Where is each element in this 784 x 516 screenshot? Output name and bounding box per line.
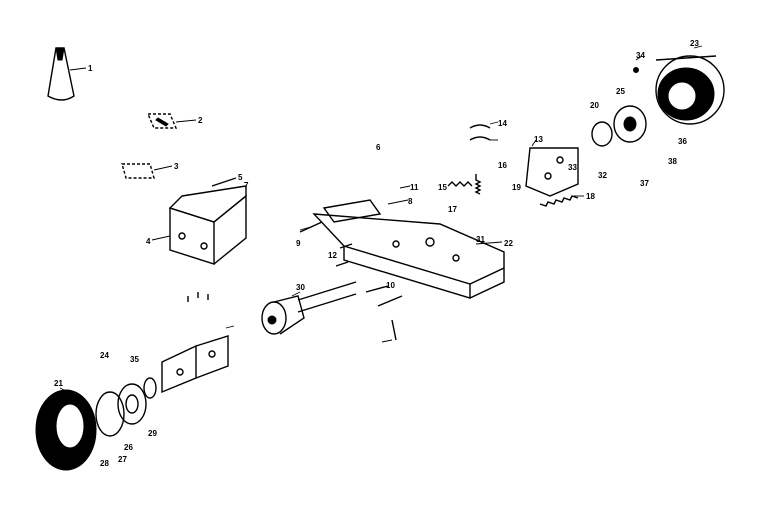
callout-35: 35 bbox=[130, 355, 139, 364]
callout-31: 31 bbox=[476, 235, 485, 244]
callout-19: 19 bbox=[512, 183, 521, 192]
part-drive-hub bbox=[261, 281, 357, 335]
callout-3: 3 bbox=[174, 162, 179, 171]
callout-16: 16 bbox=[498, 161, 507, 170]
callout-20: 20 bbox=[590, 101, 599, 110]
part-spring-upper bbox=[447, 121, 499, 195]
part-right-bracket bbox=[525, 139, 579, 197]
callout-2: 2 bbox=[198, 116, 203, 125]
callout-38: 38 bbox=[668, 157, 677, 166]
callout-7: 7 bbox=[244, 181, 249, 190]
part-pin bbox=[146, 113, 197, 129]
callout-9: 9 bbox=[296, 239, 301, 248]
part-spring-right bbox=[539, 195, 584, 207]
callout-23: 23 bbox=[690, 39, 699, 48]
callout-14: 14 bbox=[498, 119, 507, 128]
part-small-plate bbox=[121, 163, 173, 179]
part-main-frame bbox=[299, 185, 505, 299]
part-right-wheel-assembly bbox=[591, 45, 725, 147]
callout-37: 37 bbox=[640, 179, 649, 188]
callout-26: 26 bbox=[124, 443, 133, 452]
callout-12: 12 bbox=[328, 251, 337, 260]
callout-8: 8 bbox=[408, 197, 413, 206]
callout-24: 24 bbox=[100, 351, 109, 360]
callout-21: 21 bbox=[54, 379, 63, 388]
callout-11: 11 bbox=[410, 183, 419, 192]
part-cone-cap bbox=[47, 47, 87, 101]
callout-34: 34 bbox=[636, 51, 645, 60]
callout-5: 5 bbox=[238, 173, 243, 182]
callout-33: 33 bbox=[568, 163, 577, 172]
callout-6: 6 bbox=[376, 143, 381, 152]
part-left-bracket bbox=[161, 325, 235, 394]
part-linkage bbox=[335, 243, 403, 343]
callout-36: 36 bbox=[678, 137, 687, 146]
callout-15: 15 bbox=[438, 183, 447, 192]
callout-10: 10 bbox=[386, 281, 395, 290]
callout-28: 28 bbox=[100, 459, 109, 468]
callout-32: 32 bbox=[598, 171, 607, 180]
callout-27: 27 bbox=[118, 455, 127, 464]
part-mounting-bracket bbox=[151, 177, 247, 302]
callout-17: 17 bbox=[448, 205, 457, 214]
callout-22: 22 bbox=[504, 239, 513, 248]
callout-30: 30 bbox=[296, 283, 305, 292]
callout-25: 25 bbox=[616, 87, 625, 96]
callout-18: 18 bbox=[586, 192, 595, 201]
callout-13: 13 bbox=[534, 135, 543, 144]
callout-4: 4 bbox=[146, 237, 151, 246]
part-left-wheel-assembly bbox=[35, 377, 157, 471]
callout-29: 29 bbox=[148, 429, 157, 438]
callout-1: 1 bbox=[88, 64, 93, 73]
